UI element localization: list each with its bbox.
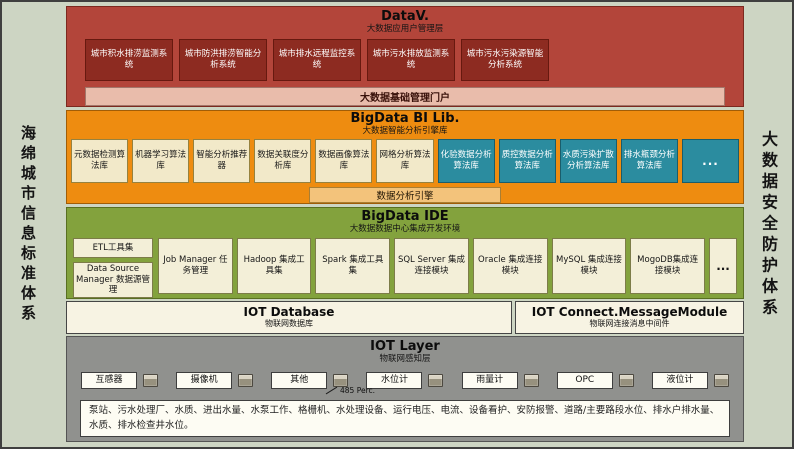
rs485-module-icon bbox=[713, 373, 729, 387]
application-system-box: 城市污水污染源智能分析系统 bbox=[461, 39, 549, 81]
bigdata-ide-layer: BigData IDE 大数据数据中心集成开发环境 ETL工具集 Data Sou… bbox=[66, 207, 744, 299]
ide-subtitle: 大数据数据中心集成开发环境 bbox=[349, 224, 461, 234]
rs485-module-icon bbox=[523, 373, 539, 387]
algorithm-box: 数据画像算法库 bbox=[315, 139, 373, 183]
device-with-connector: 互感器 bbox=[81, 371, 158, 389]
algorithm-box-teal: 化验数据分析算法库 bbox=[437, 139, 495, 183]
application-system-box: 城市积水排涝监测系统 bbox=[85, 39, 173, 81]
rs485-pointer-line bbox=[325, 386, 338, 395]
algorithm-box: 元数据检测算法库 bbox=[71, 139, 129, 183]
iot-connect-subtitle: 物联网连接消息中间件 bbox=[589, 319, 670, 328]
rs485-module-icon bbox=[428, 373, 444, 387]
algorithm-box-teal: 质控数据分析算法库 bbox=[498, 139, 556, 183]
application-system-box: 城市排水远程监控系统 bbox=[273, 39, 361, 81]
sensing-description-box: 泵站、污水处理厂、水质、进出水量、水泵工作、格栅机、水处理设备、运行电压、电流、… bbox=[80, 400, 730, 438]
datav-layer: DataV. 大数据应用户管理层 城市积水排涝监测系统城市防洪排涝智能分析系统城… bbox=[66, 6, 744, 107]
device-box: 水位计 bbox=[366, 371, 423, 389]
iot-layer-title: IOT Layer bbox=[370, 339, 440, 354]
ide-module-box: SQL Server 集成连接模块 bbox=[394, 238, 469, 294]
device-with-connector: 雨量计 bbox=[461, 371, 539, 389]
iot-database-title: IOT Database bbox=[243, 305, 335, 319]
iot-database-cell: IOT Database 物联网数据库 bbox=[66, 301, 512, 334]
ide-module-box: Job Manager 任务管理 bbox=[158, 238, 233, 294]
ide-module-box: Hadoop 集成工具集 bbox=[236, 238, 312, 294]
bi-title: BigData BI Lib. bbox=[350, 111, 460, 126]
application-system-box: 城市防洪排涝智能分析系统 bbox=[179, 39, 267, 81]
ide-module-box: MySQL 集成连接模块 bbox=[551, 238, 627, 294]
portal-strip: 大数据基础管理门户 bbox=[85, 87, 725, 106]
device-box: 其他 bbox=[271, 371, 328, 389]
device-row: 互感器 摄像机 其他 水位计 雨量计 OPC 液位计 bbox=[67, 365, 743, 390]
algorithm-box: 网格分析算法库 bbox=[376, 139, 434, 183]
layer-stack: DataV. 大数据应用户管理层 城市积水排涝监测系统城市防洪排涝智能分析系统城… bbox=[66, 6, 744, 442]
device-box: 雨量计 bbox=[461, 371, 518, 389]
algorithm-box-teal: 水质污染扩散分析算法库 bbox=[559, 139, 617, 183]
left-vertical-label: 海绵城市信息标准体系 bbox=[19, 124, 37, 325]
datav-subtitle: 大数据应用户管理层 bbox=[366, 24, 444, 34]
ide-title: BigData IDE bbox=[361, 209, 449, 224]
device-box: OPC bbox=[556, 371, 613, 389]
device-box: 互感器 bbox=[81, 371, 137, 389]
application-system-box: 城市污水排放监测系统 bbox=[367, 39, 455, 81]
algorithm-box-teal: ... bbox=[681, 139, 740, 183]
rs485-module-icon bbox=[333, 373, 349, 387]
ide-module-box: MogoDB集成连接模块 bbox=[630, 238, 706, 294]
device-box: 液位计 bbox=[651, 371, 708, 389]
iot-middleware-band: IOT Database 物联网数据库 IOT Connect.MessageM… bbox=[66, 301, 744, 334]
iot-connect-title: IOT Connect.MessageModule bbox=[531, 305, 728, 319]
ide-content: ETL工具集 Data Source Manager 数据源管理 Job Mana… bbox=[67, 235, 743, 298]
rs485-bus-label: 485 Perc. bbox=[340, 386, 375, 395]
iot-layer-subtitle: 物联网感知层 bbox=[379, 354, 431, 364]
device-with-connector: 摄像机 bbox=[176, 371, 254, 389]
algorithm-box: 机器学习算法库 bbox=[132, 139, 190, 183]
rs485-module-icon bbox=[238, 373, 254, 387]
iot-database-subtitle: 物联网数据库 bbox=[265, 319, 313, 328]
ide-tool-box: ETL工具集 bbox=[73, 238, 153, 258]
rs485-module-icon bbox=[143, 373, 158, 387]
right-vertical-label: 大数据安全防护体系 bbox=[759, 130, 778, 319]
datav-systems-row: 城市积水排涝监测系统城市防洪排涝智能分析系统城市排水远程监控系统城市污水排放监测… bbox=[67, 35, 743, 81]
device-with-connector: 其他 bbox=[271, 371, 349, 389]
ide-module-box: Spark 集成工具集 bbox=[315, 238, 391, 294]
ide-tool-box: Data Source Manager 数据源管理 bbox=[73, 262, 153, 298]
bi-algorithm-row: 元数据检测算法库机器学习算法库智能分析推荐器数据关联度分析库数据画像算法库网格分… bbox=[67, 137, 743, 183]
algorithm-box: 数据关联度分析库 bbox=[254, 139, 312, 183]
iot-layer: IOT Layer 物联网感知层 互感器 摄像机 其他 水位计 雨量计 OPC 液位计 48… bbox=[66, 336, 744, 442]
algorithm-box: 智能分析推荐器 bbox=[193, 139, 251, 183]
device-with-connector: 水位计 bbox=[366, 371, 444, 389]
iot-connect-cell: IOT Connect.MessageModule 物联网连接消息中间件 bbox=[515, 301, 744, 334]
analysis-engine-strip: 数据分析引擎 bbox=[309, 187, 501, 203]
ide-module-box: Oracle 集成连接模块 bbox=[472, 238, 548, 294]
device-with-connector: 液位计 bbox=[651, 371, 729, 389]
rs485-module-icon bbox=[618, 373, 634, 387]
device-box: 摄像机 bbox=[176, 371, 233, 389]
bi-subtitle: 大数据智能分析引擎库 bbox=[362, 126, 448, 136]
bigdata-bi-layer: BigData BI Lib. 大数据智能分析引擎库 元数据检测算法库机器学习算… bbox=[66, 110, 744, 204]
ide-module-box: ... bbox=[709, 238, 738, 294]
datav-title: DataV. bbox=[381, 9, 429, 24]
device-with-connector: OPC bbox=[556, 371, 634, 389]
ide-left-column: ETL工具集 Data Source Manager 数据源管理 bbox=[73, 238, 153, 298]
rs485-bus-callout: 485 Perc. bbox=[325, 386, 375, 395]
algorithm-box-teal: 排水瓶颈分析算法库 bbox=[620, 139, 678, 183]
